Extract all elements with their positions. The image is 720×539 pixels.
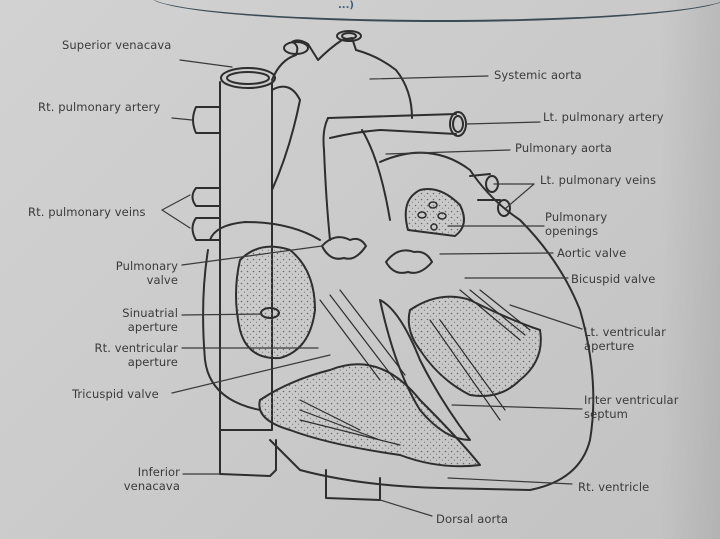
label-rt-pulmonary-veins: Rt. pulmonary veins <box>28 205 146 219</box>
chordae-tendineae <box>299 289 531 446</box>
label-lt-ventricular-aperture-line1: Lt. ventricular <box>584 325 666 339</box>
label-rt-ventricular-aperture-line1: Rt. ventricular <box>94 341 178 355</box>
label-rt-ventricle: Rt. ventricle <box>578 480 650 494</box>
label-inter-ventricular-septum-line1: Inter ventricular <box>584 393 679 407</box>
label-inferior-venacava-line1: Inferior <box>137 465 180 479</box>
aortic-valve-shape <box>385 249 433 274</box>
heart-outline <box>202 85 595 491</box>
label-tricuspid-valve: Tricuspid valve <box>72 387 159 401</box>
label-dorsal-aorta: Dorsal aorta <box>436 512 509 526</box>
label-lt-ventricular-aperture: Lt. ventricular aperture <box>584 325 666 353</box>
interventricular-septum-shape <box>379 299 471 441</box>
label-pulmonary-valve-line2: valve <box>146 273 178 287</box>
label-systemic-aorta: Systemic aorta <box>494 68 582 82</box>
sinuatrial-aperture-shape <box>260 307 280 319</box>
page-edge-curve <box>150 0 720 22</box>
label-aortic-valve: Aortic valve <box>557 246 627 260</box>
label-rt-pulmonary-artery: Rt. pulmonary artery <box>38 100 161 114</box>
pulmonary-openings-shape <box>417 201 447 231</box>
label-superior-venacava: Superior venacava <box>62 38 172 52</box>
header-fragment: ...) <box>338 0 354 11</box>
label-inferior-venacava: Inferior venacava <box>110 465 180 493</box>
label-inter-ventricular-septum: Inter ventricular septum <box>584 393 679 421</box>
label-rt-ventricular-aperture-line2: aperture <box>127 355 178 369</box>
label-lt-pulmonary-veins: Lt. pulmonary veins <box>540 173 657 187</box>
label-rt-ventricular-aperture: Rt. ventricular aperture <box>60 341 178 369</box>
label-inferior-venacava-line2: venacava <box>123 479 180 493</box>
ventricle-stipple <box>258 363 481 468</box>
systemic-aorta-shape <box>271 30 413 119</box>
label-pulmonary-openings-line1: Pulmonary <box>545 210 608 224</box>
left-ventricle-stipple <box>407 295 542 397</box>
label-sinuatrial-aperture-line1: Sinuatrial <box>122 306 178 320</box>
pulmonary-aorta-shape <box>322 111 467 241</box>
leader-lines <box>161 59 583 517</box>
rt-pulmonary-artery-shape <box>192 106 221 134</box>
label-pulmonary-openings: Pulmonary openings <box>545 210 607 238</box>
label-bicuspid-valve: Bicuspid valve <box>571 272 656 286</box>
label-inter-ventricular-septum-line2: septum <box>584 407 628 421</box>
label-sinuatrial-aperture-line2: aperture <box>127 320 178 334</box>
pulmonary-valve-shape <box>321 236 367 260</box>
label-lt-ventricular-aperture-line2: aperture <box>584 339 635 353</box>
inferior-venacava-shape <box>219 429 277 477</box>
label-pulmonary-aorta: Pulmonary aorta <box>515 141 612 155</box>
label-lt-pulmonary-artery: Lt. pulmonary artery <box>543 110 664 124</box>
label-sinuatrial-aperture: Sinuatrial aperture <box>100 306 178 334</box>
left-atrium-stipple <box>404 188 465 237</box>
dorsal-aorta-shape <box>325 469 381 501</box>
right-atrium-shape <box>235 245 316 360</box>
label-pulmonary-valve: Pulmonary valve <box>100 259 178 287</box>
label-pulmonary-openings-line2: openings <box>545 224 599 238</box>
label-pulmonary-valve-line1: Pulmonary <box>115 259 178 273</box>
